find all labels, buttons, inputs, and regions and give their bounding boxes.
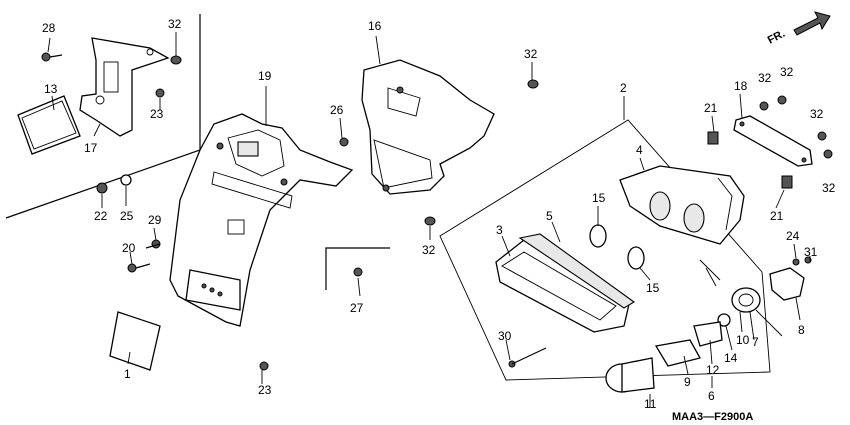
callout-15: 15 (592, 191, 606, 205)
callout-28: 28 (42, 21, 56, 35)
callout-32: 32 (422, 243, 436, 257)
callout-32: 32 (524, 47, 538, 61)
license-bracket (79, 37, 170, 137)
callout-17: 17 (84, 141, 98, 155)
bulb-15-b (627, 246, 645, 270)
nut-23-a (155, 88, 165, 98)
callout-8: 8 (798, 323, 805, 337)
callout-14: 14 (724, 351, 738, 365)
callout-19: 19 (258, 69, 272, 83)
callout-27: 27 (350, 301, 364, 315)
license-light-lens-11 (605, 357, 655, 393)
taillight-gasket (518, 233, 635, 309)
front-arrow-icon (793, 11, 831, 36)
bulb-15-a (589, 224, 607, 248)
callout-23: 23 (150, 107, 164, 121)
bolt-26 (339, 137, 349, 147)
callout-labels: 28 32 13 23 17 19 16 32 26 2 18 32 32 21… (42, 17, 836, 411)
callout-32: 32 (168, 17, 182, 31)
bolt-28 (41, 52, 63, 62)
callout-13: 13 (44, 82, 58, 96)
callout-15: 15 (646, 281, 660, 295)
nut-32-a (170, 55, 182, 65)
callout-21: 21 (704, 101, 718, 115)
callout-18: 18 (734, 79, 748, 93)
callout-21: 21 (770, 209, 784, 223)
taillight-assembly-frame (439, 119, 771, 381)
nut-27 (325, 247, 390, 290)
front-marker-label: FR. (766, 28, 787, 47)
license-light-base (769, 267, 805, 301)
callout-31: 31 (804, 245, 818, 259)
callout-1: 1 (124, 367, 131, 381)
fasteners-left (96, 174, 269, 371)
gasket-12 (693, 321, 723, 347)
callout-23: 23 (258, 383, 272, 397)
stay-18 (733, 115, 813, 167)
callout-30: 30 (498, 329, 512, 343)
callout-32: 32 (822, 181, 836, 195)
nut-32-b (527, 79, 539, 89)
callout-6: 6 (708, 389, 715, 403)
fasteners-right (707, 95, 833, 266)
leader-lines (47, 32, 811, 408)
rear-fender (169, 113, 354, 327)
side-reflector (17, 95, 81, 155)
license-light-lens (109, 311, 161, 371)
nut-32-g (424, 216, 436, 226)
callout-12: 12 (706, 363, 720, 377)
front-direction-arrow: FR. (766, 11, 831, 47)
gasket-14 (717, 313, 731, 327)
callout-3: 3 (496, 223, 503, 237)
callout-22: 22 (94, 209, 108, 223)
callout-4: 4 (636, 143, 643, 157)
drawing-code: MAA3—F2900A (672, 411, 753, 423)
screw-30 (508, 347, 547, 368)
callout-26: 26 (330, 103, 344, 117)
callout-7: 7 (752, 335, 759, 349)
callout-24: 24 (786, 229, 800, 243)
callout-11: 11 (644, 397, 657, 411)
callout-32: 32 (810, 107, 824, 121)
callout-16: 16 (368, 19, 382, 33)
callout-10: 10 (736, 333, 750, 347)
rear-frame-bracket (361, 59, 495, 195)
license-light-socket (731, 287, 783, 337)
callout-32: 32 (780, 65, 794, 79)
callout-2: 2 (620, 81, 627, 95)
callout-25: 25 (120, 209, 134, 223)
callout-20: 20 (122, 241, 136, 255)
taillight-housing (619, 165, 745, 287)
license-light-housing (654, 339, 701, 367)
callout-32: 32 (758, 71, 772, 85)
callout-5: 5 (546, 209, 553, 223)
callout-29: 29 (148, 213, 162, 227)
callout-9: 9 (684, 375, 691, 389)
